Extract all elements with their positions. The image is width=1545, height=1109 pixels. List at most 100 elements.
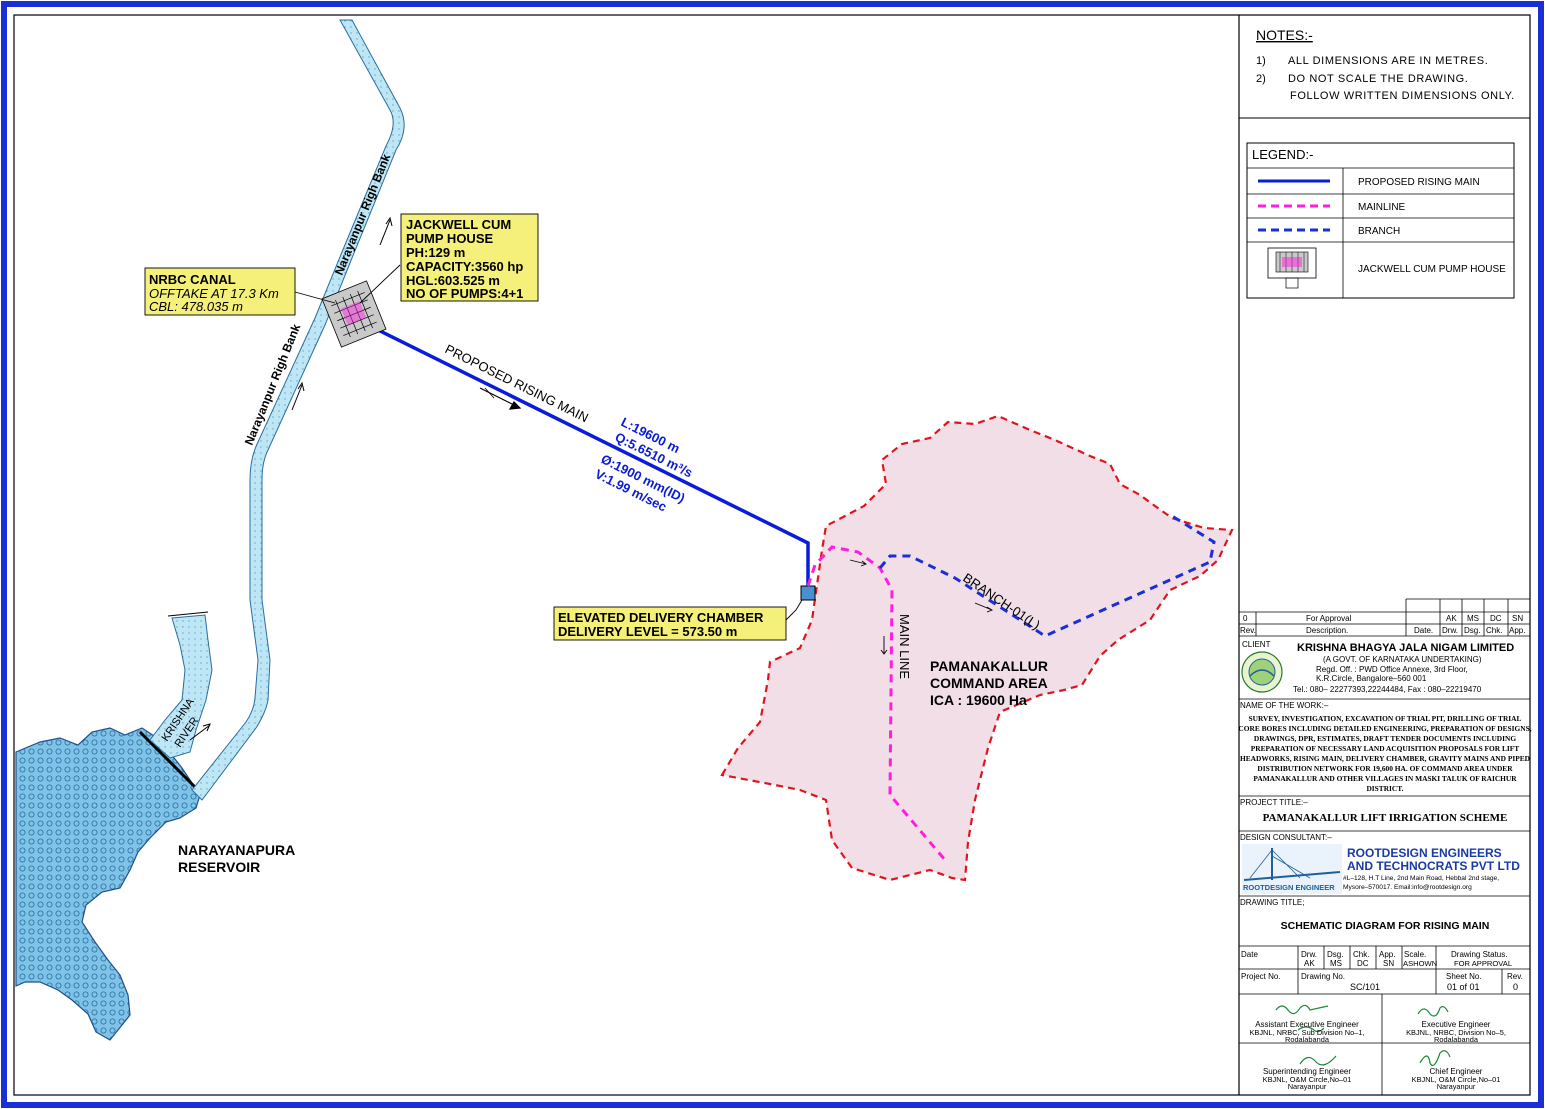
info-rev-val: 0 [1513, 982, 1518, 992]
jackwell-pump-house-symbol [321, 280, 387, 348]
note-1-num: 1) [1256, 55, 1266, 67]
svg-text:DISTRICT.: DISTRICT. [1366, 784, 1403, 793]
project-title: PAMANAKALLUR LIFT IRRIGATION SCHEME [1263, 812, 1508, 824]
command-label-2: COMMAND AREA [930, 675, 1048, 691]
rev-header-chk: Chk. [1486, 626, 1502, 635]
svg-text:DRAWINGS, DPR, ESTIMATES, DRAF: DRAWINGS, DPR, ESTIMATES, DRAFT TENDER D… [1254, 734, 1516, 743]
command-label-3: ICA : 19600 Ha [930, 692, 1027, 708]
rev-header-desc: Description. [1306, 626, 1348, 635]
jackwell-line1: JACKWELL CUM [406, 217, 511, 232]
rev-row-rev: 0 [1243, 614, 1248, 623]
project-label: PROJECT TITLE:– [1240, 798, 1308, 807]
info-sheet-label: Sheet No. [1446, 972, 1482, 981]
info-drawing-no-label: Drawing No. [1301, 972, 1345, 981]
svg-text:PREPARATION OF NECESSARY LAND: PREPARATION OF NECESSARY LAND ACQUISITIO… [1251, 744, 1520, 753]
client-addr1: Regd. Off. : PWD Office Annexe, 3rd Floo… [1316, 665, 1468, 674]
rev-row-chk: DC [1490, 614, 1502, 623]
legend-pump-house-icon [1267, 247, 1317, 289]
info-app-label: App. [1379, 950, 1395, 959]
rev-row-dsg: MS [1467, 614, 1479, 623]
note-2-text: DO NOT SCALE THE DRAWING. [1288, 73, 1468, 85]
jackwell-line5: HGL:603.525 m [406, 273, 500, 288]
svg-text:DISTRIBUTION NETWORK FOR 19,60: DISTRIBUTION NETWORK FOR 19,600 HA. OF C… [1257, 764, 1513, 773]
legend-rising-main-label: PROPOSED RISING MAIN [1358, 177, 1480, 188]
command-label-1: PAMANAKALLUR [930, 658, 1048, 674]
rev-header-date: Date. [1414, 626, 1433, 635]
work-description: SURVEY, INVESTIGATION, EXCAVATION OF TRI… [1238, 714, 1531, 793]
callout-leader-lines [294, 264, 803, 621]
delivery-line1: ELEVATED DELIVERY CHAMBER [558, 610, 764, 625]
legend-mainline-label: MAINLINE [1358, 202, 1406, 213]
info-status-val: FOR APPROVAL [1454, 959, 1512, 968]
rev-header-dsg: Dsg. [1464, 626, 1480, 635]
sig-2-line1: KBJNL, NRBC, Division No–5, [1406, 1028, 1506, 1037]
rising-main-flow-arrow-icon [479, 387, 522, 410]
info-proj-no-label: Project No. [1241, 972, 1281, 981]
canal-label-upper: Narayanpur Righ Bank [332, 152, 394, 277]
info-sheet-val: 01 of 01 [1447, 982, 1480, 992]
svg-text:SURVEY, INVESTIGATION, EXCAVAT: SURVEY, INVESTIGATION, EXCAVATION OF TRI… [1249, 714, 1522, 723]
rev-row-app: SN [1512, 614, 1523, 623]
jackwell-line6: NO OF PUMPS:4+1 [406, 286, 523, 301]
sig-3-line2: Narayanpur [1288, 1082, 1327, 1091]
jackwell-line3: PH:129 m [406, 245, 465, 260]
sig-1-line2: Rodalabanda [1285, 1035, 1330, 1044]
sig-1-line1: KBJNL, NRBC, Sub Division No–1, [1249, 1028, 1364, 1037]
jackwell-line2: PUMP HOUSE [406, 231, 493, 246]
info-drawing-no-val: SC/101 [1350, 982, 1380, 992]
sig-4-line1: KBJNL, O&M Circle,No–01 [1412, 1075, 1501, 1084]
rev-header-app: App. [1509, 626, 1525, 635]
rev-header-drw: Drw. [1442, 626, 1458, 635]
info-chk-val: DC [1357, 959, 1369, 968]
mainline-label: MAIN LINE [897, 614, 912, 679]
info-drw-label: Drw. [1301, 950, 1317, 959]
nrbc-offtake: OFFTAKE AT 17.3 Km [149, 286, 279, 301]
note-2-num: 2) [1256, 73, 1266, 85]
river-end-marker [167, 611, 209, 617]
info-dsg-val: MS [1330, 959, 1342, 968]
title-block [1239, 598, 1530, 1095]
reservoir-dam-line [138, 730, 200, 792]
info-app-val: SN [1383, 959, 1394, 968]
info-chk-label: Chk. [1353, 950, 1369, 959]
client-name: KRISHNA BHAGYA JALA NIGAM LIMITED [1297, 642, 1514, 654]
note-1-text: ALL DIMENSIONS ARE IN METRES. [1288, 55, 1488, 67]
command-area-boundary [720, 414, 1234, 882]
notes-section: NOTES:- 1) ALL DIMENSIONS ARE IN METRES.… [1239, 27, 1530, 119]
jackwell-line4: CAPACITY:3560 hp [406, 259, 523, 274]
svg-text:HEADWORKS, RISING MAIN, DELIVE: HEADWORKS, RISING MAIN, DELIVERY CHAMBER… [1240, 754, 1530, 763]
rev-row-desc: For Approval [1306, 614, 1352, 623]
branch-01-pipe [878, 514, 1216, 638]
legend-section: LEGEND:- PROPOSED RISING MAIN MAINLINE B… [1246, 142, 1515, 299]
client-sub: (A GOVT. OF KARNATAKA UNDERTAKING) [1323, 655, 1482, 664]
consultant-name2: AND TECHNOCRATS PVT LTD [1347, 859, 1520, 873]
notes-title: NOTES:- [1256, 27, 1313, 43]
inner-border [13, 14, 1531, 1096]
reservoir-label-2: RESERVOIR [178, 859, 260, 875]
legend-branch-label: BRANCH [1358, 226, 1400, 237]
consultant-name1: ROOTDESIGN ENGINEERS [1347, 846, 1502, 860]
legend-pump-house-label: JACKWELL CUM PUMP HOUSE [1358, 264, 1506, 275]
work-label: NAME OF THE WORK:– [1240, 701, 1329, 710]
sig-2-line2: Rodalabanda [1434, 1035, 1479, 1044]
consultant-addr2: Mysore–570017. Email:info@rootdesign.org [1343, 884, 1472, 891]
kbjnl-logo-icon [1241, 651, 1283, 693]
sig-3-title: Superintending Engineer [1263, 1067, 1351, 1076]
info-dsg-label: Dsg. [1327, 950, 1343, 959]
proposed-rising-main [367, 323, 810, 590]
nrbc-callout-box [144, 267, 296, 316]
nrbc-title: NRBC CANAL [149, 272, 236, 287]
info-rev-label: Rev. [1507, 972, 1523, 981]
drawing-title-label: DRAWING TITLE; [1240, 898, 1304, 907]
jackwell-callout-box [400, 213, 539, 302]
sig-2-title: Executive Engineer [1422, 1020, 1491, 1029]
reservoir-label-1: NARAYANAPURA [178, 842, 295, 858]
info-scale-val: ASHOWN [1403, 959, 1437, 968]
client-tel: Tel.: 080– 22277393,22244484, Fax : 080–… [1293, 685, 1482, 694]
mainline-pipe [806, 545, 947, 861]
signature-scribbles [1275, 1004, 1451, 1066]
elevated-delivery-chamber [800, 585, 816, 601]
consultant-logo-text: ROOTDESIGN ENGINEER [1243, 883, 1335, 892]
